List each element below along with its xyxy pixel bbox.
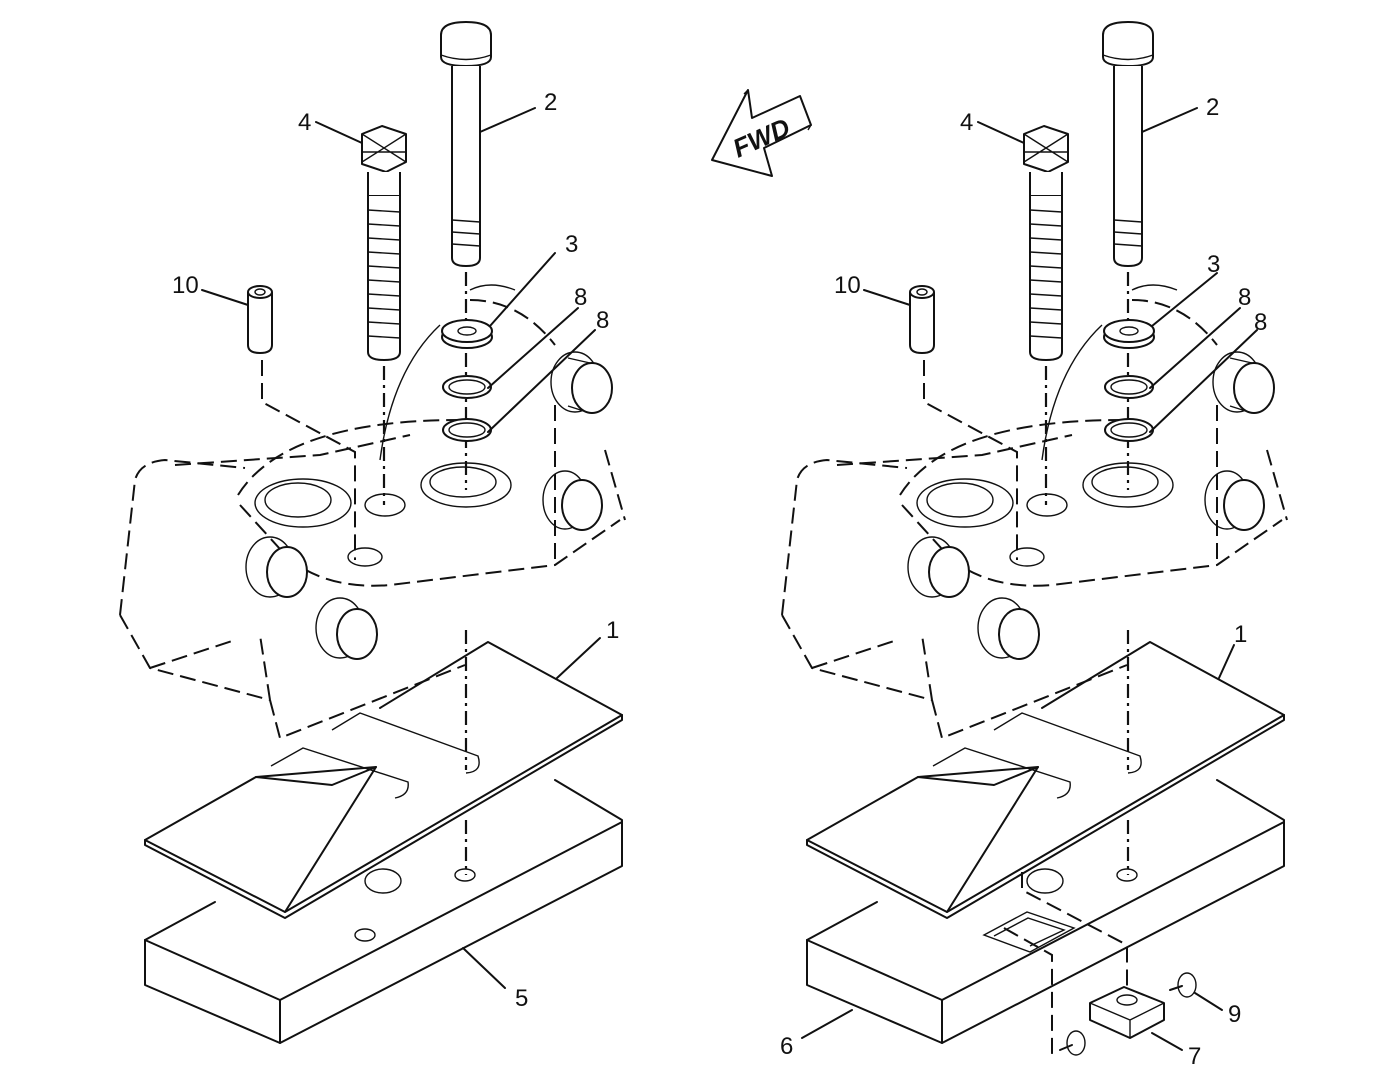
right-bushing-left (907, 536, 970, 598)
callout-8b: 8 (596, 307, 609, 334)
callout-7: 7 (1188, 1043, 1201, 1070)
left-bushing-upper-right (550, 351, 613, 414)
right-washer-item-3 (1103, 319, 1155, 349)
right-base-item-6 (806, 630, 1285, 1058)
callout-10: 10 (834, 272, 861, 299)
callout-2: 2 (544, 89, 557, 116)
callout-8a: 8 (574, 284, 587, 311)
callout-1: 1 (1234, 621, 1247, 648)
callout-3: 3 (565, 231, 578, 258)
left-view: 10 4 2 3 8 8 1 5 (119, 21, 626, 1044)
left-shim-item-1 (144, 641, 623, 919)
callout-6: 6 (780, 1033, 793, 1060)
right-clip-item-9-lower (1059, 1030, 1086, 1056)
left-bracket-bosses (254, 462, 512, 567)
right-view: 10 4 2 3 8 8 1 6 9 7 (780, 21, 1288, 1070)
callout-4: 4 (298, 109, 311, 136)
left-washer-item-3 (441, 319, 493, 349)
left-bushing-front (315, 597, 378, 660)
right-ring-item-8-lower (1104, 418, 1154, 442)
right-insert-item-10 (909, 285, 1018, 560)
callout-8a: 8 (1238, 284, 1251, 311)
callout-1: 1 (606, 617, 619, 644)
right-callouts: 10 4 2 3 8 8 1 6 9 7 (780, 94, 1267, 1070)
left-insert-item-10 (247, 285, 356, 560)
callout-3: 3 (1207, 251, 1220, 278)
callout-8b: 8 (1254, 309, 1267, 336)
left-callouts: 10 4 2 3 8 8 1 5 (172, 89, 619, 1012)
right-bushing-front (977, 597, 1040, 660)
right-bushing-mid-right (1204, 470, 1265, 531)
right-bolt-item-2 (1102, 21, 1154, 490)
callout-2: 2 (1206, 94, 1219, 121)
left-ring-item-8-lower (442, 418, 492, 442)
left-bolt-item-2 (440, 21, 492, 490)
callout-9: 9 (1228, 1001, 1241, 1028)
right-bushing-upper-right (1212, 351, 1275, 414)
right-clip-item-9-upper (1169, 972, 1197, 998)
right-ring-item-8-upper (1104, 375, 1154, 399)
left-bushing-left (245, 536, 308, 598)
right-bolt-item-4 (1023, 125, 1069, 505)
left-bolt-item-4 (361, 125, 407, 505)
callout-5: 5 (515, 985, 528, 1012)
callout-10: 10 (172, 272, 199, 299)
left-ring-item-8-upper (442, 375, 492, 399)
right-block-item-7 (1089, 986, 1165, 1039)
callout-4: 4 (960, 109, 973, 136)
left-base-item-5 (144, 630, 623, 1044)
right-shim-item-1 (806, 641, 1285, 919)
fwd-direction-arrow: FWD (711, 89, 812, 177)
left-bushing-mid-right (542, 470, 603, 531)
